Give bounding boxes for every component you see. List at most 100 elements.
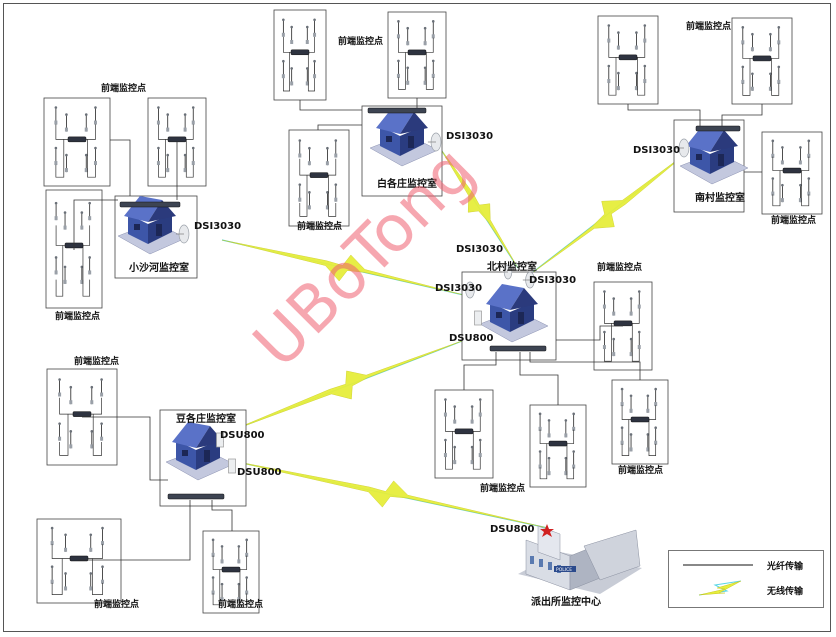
wireless-bolt	[527, 151, 689, 277]
legend-symbols	[683, 564, 753, 596]
fiber-line	[211, 500, 233, 531]
wireless-link	[439, 147, 519, 269]
fiber-line	[73, 199, 118, 250]
dsi3030-label: DSI3030	[446, 131, 494, 142]
switch-icon	[630, 416, 650, 423]
fiber-line	[604, 323, 612, 362]
fiber-line	[556, 325, 623, 341]
switch-icon	[782, 167, 802, 174]
front-end-label: 前端监控点	[297, 222, 343, 232]
star-icon	[540, 524, 554, 537]
police-building-icon: POLICE	[518, 524, 642, 594]
house-door	[204, 450, 210, 462]
fiber-line	[55, 245, 64, 297]
front-end-label: 前端监控点	[480, 484, 526, 494]
room-label-baigezhuang: 白各庄监控室	[377, 179, 437, 190]
front-end-label: 前端监控点	[618, 466, 664, 476]
front-end-label: 前端监控点	[771, 216, 817, 226]
front-end-label: 前端监控点	[101, 84, 147, 94]
house-roof	[148, 200, 176, 222]
fiber-line	[539, 443, 548, 480]
fiber-line	[92, 414, 102, 456]
front-end-label: 前端监控点	[218, 600, 264, 610]
switch-bar-icon	[695, 125, 741, 132]
house-icon-beicun	[479, 284, 549, 343]
antenna-dish-icon	[675, 138, 690, 158]
fiber-line	[55, 139, 65, 178]
house-window	[134, 224, 140, 230]
fiber-line	[425, 52, 434, 90]
antenna-dish-icon	[175, 224, 190, 244]
cluster-border	[761, 131, 823, 215]
dsu800-label: DSU800	[449, 333, 494, 344]
switch-icon	[613, 320, 633, 327]
wireless-bolt	[439, 147, 519, 269]
fiber-line	[307, 52, 315, 92]
fiber-line	[82, 245, 91, 297]
switch-icon	[67, 136, 87, 143]
house-window	[182, 450, 188, 456]
legend-fiber-label: 光纤传输	[767, 562, 804, 572]
fiber-line	[317, 124, 362, 130]
camera-cluster	[387, 11, 447, 99]
switch-icon	[548, 440, 568, 447]
front-end-label: 前端监控点	[55, 312, 101, 322]
fiber-line	[621, 419, 630, 456]
camera-cluster	[202, 530, 260, 614]
dsu800-label: DSU800	[237, 467, 282, 478]
antenna-dish-icon	[501, 264, 513, 280]
house-window	[386, 136, 392, 142]
camera-cluster	[731, 17, 793, 105]
cluster-border	[288, 129, 350, 227]
dsi3030-label: DSI3030	[194, 221, 242, 232]
antenna-dish-icon	[522, 271, 535, 289]
fiber-line	[82, 416, 168, 481]
fiber-line	[801, 170, 810, 207]
camera-cluster	[273, 9, 327, 101]
camera-cluster	[43, 97, 111, 187]
fiber-line	[87, 139, 96, 178]
room-label-police: 派出所监控中心	[531, 597, 601, 608]
fiber-line	[185, 139, 194, 178]
house-icon-xiaoshahe	[117, 196, 187, 255]
switch-icon	[454, 428, 474, 435]
building-window	[530, 556, 534, 564]
building-window	[539, 559, 543, 567]
room-label-nancun: 南村监控室	[695, 193, 745, 204]
fiber-line	[637, 57, 646, 96]
panel-antenna-icon	[216, 432, 224, 448]
fiber-line	[519, 352, 559, 405]
fiber-line	[92, 558, 103, 595]
fiber-line	[110, 139, 131, 196]
panel-antenna-icon	[228, 458, 236, 474]
dsu800-label: DSU800	[220, 430, 265, 441]
switch-icon	[309, 172, 329, 178]
front-end-label: 前端监控点	[597, 263, 643, 273]
switch-bar-icon	[489, 345, 547, 352]
police-sign-text: POLICE	[556, 567, 572, 573]
camera-cluster	[761, 131, 823, 215]
fiber-line	[398, 52, 406, 90]
police-sign	[554, 566, 576, 572]
fiber-line	[78, 500, 191, 561]
fiber-line	[742, 58, 751, 96]
fiber-line	[627, 104, 701, 126]
dsi3030-label: DSI3030	[456, 244, 504, 255]
house-icon-nancun	[679, 126, 749, 185]
switch-bar-icon	[119, 201, 181, 208]
switch-icon	[72, 411, 92, 417]
house-door	[518, 312, 524, 324]
fiber-line	[158, 139, 166, 178]
dsi3030-label: DSI3030	[529, 275, 577, 286]
switch-icon	[221, 566, 241, 573]
fiber-line	[283, 52, 290, 92]
house-window	[496, 312, 502, 318]
fiber-line	[299, 175, 308, 217]
fiber-line	[59, 414, 69, 456]
camera-cluster	[288, 129, 350, 227]
antenna-dish-icon	[427, 132, 442, 152]
legend: 光纤传输 无线传输	[668, 550, 824, 608]
fiber-line	[608, 57, 617, 96]
antenna-dish-icon	[462, 281, 475, 299]
